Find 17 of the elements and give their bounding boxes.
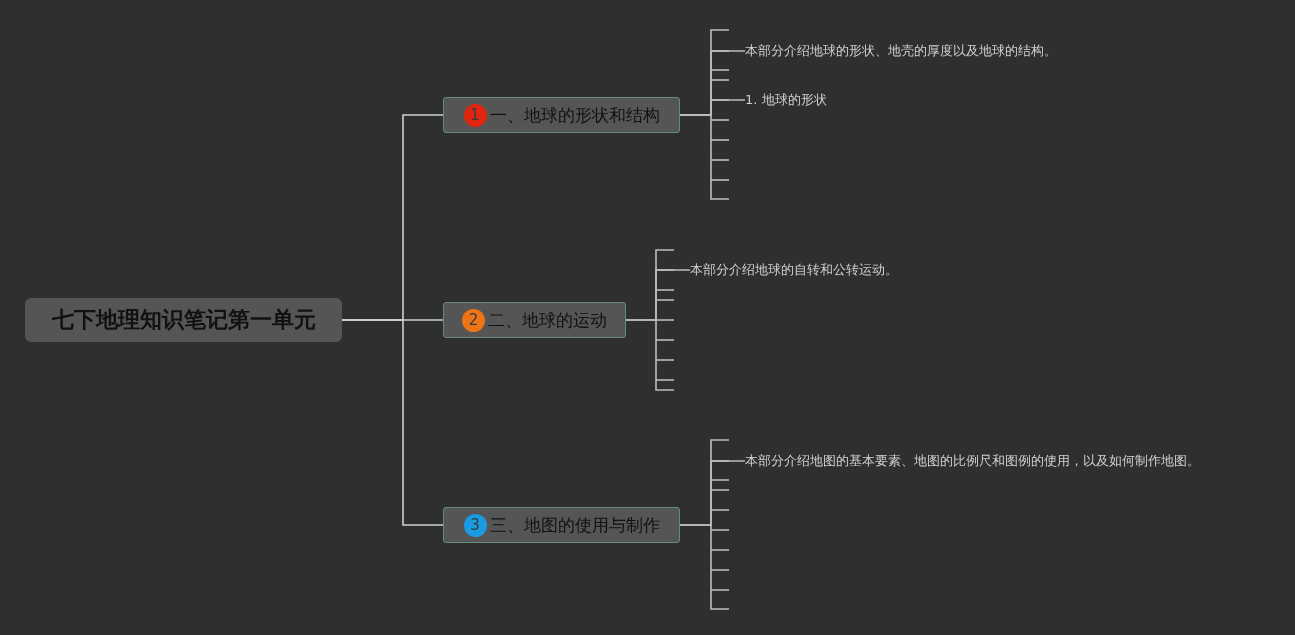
central-topic-box: 七下地理知识笔记第一单元 — [25, 298, 342, 342]
branch-line — [625, 269, 691, 321]
topic-box — [443, 302, 626, 338]
branch-line — [679, 99, 746, 116]
number-badge: 2 — [462, 308, 485, 332]
note-text: 本部分介绍地球的形状、地壳的厚度以及地球的结构。 — [745, 43, 1075, 59]
note-text: 1. 地球的形状 — [745, 92, 840, 108]
number-badge: 3 — [463, 513, 487, 537]
note-text: 本部分介绍地球的自转和公转运动。 — [690, 262, 905, 278]
number-badge: 1 — [463, 103, 487, 127]
topic-box — [443, 507, 680, 543]
note-text: 本部分介绍地图的基本要素、地图的比例尺和图例的使用，以及如何制作地图。 — [745, 453, 1235, 469]
topic-title: 二、地球的运动 — [488, 308, 607, 332]
branch-line — [341, 319, 444, 526]
topic-box — [443, 97, 680, 133]
topic-title: 一、地球的形状和结构 — [489, 103, 660, 127]
branch-line — [679, 460, 746, 526]
